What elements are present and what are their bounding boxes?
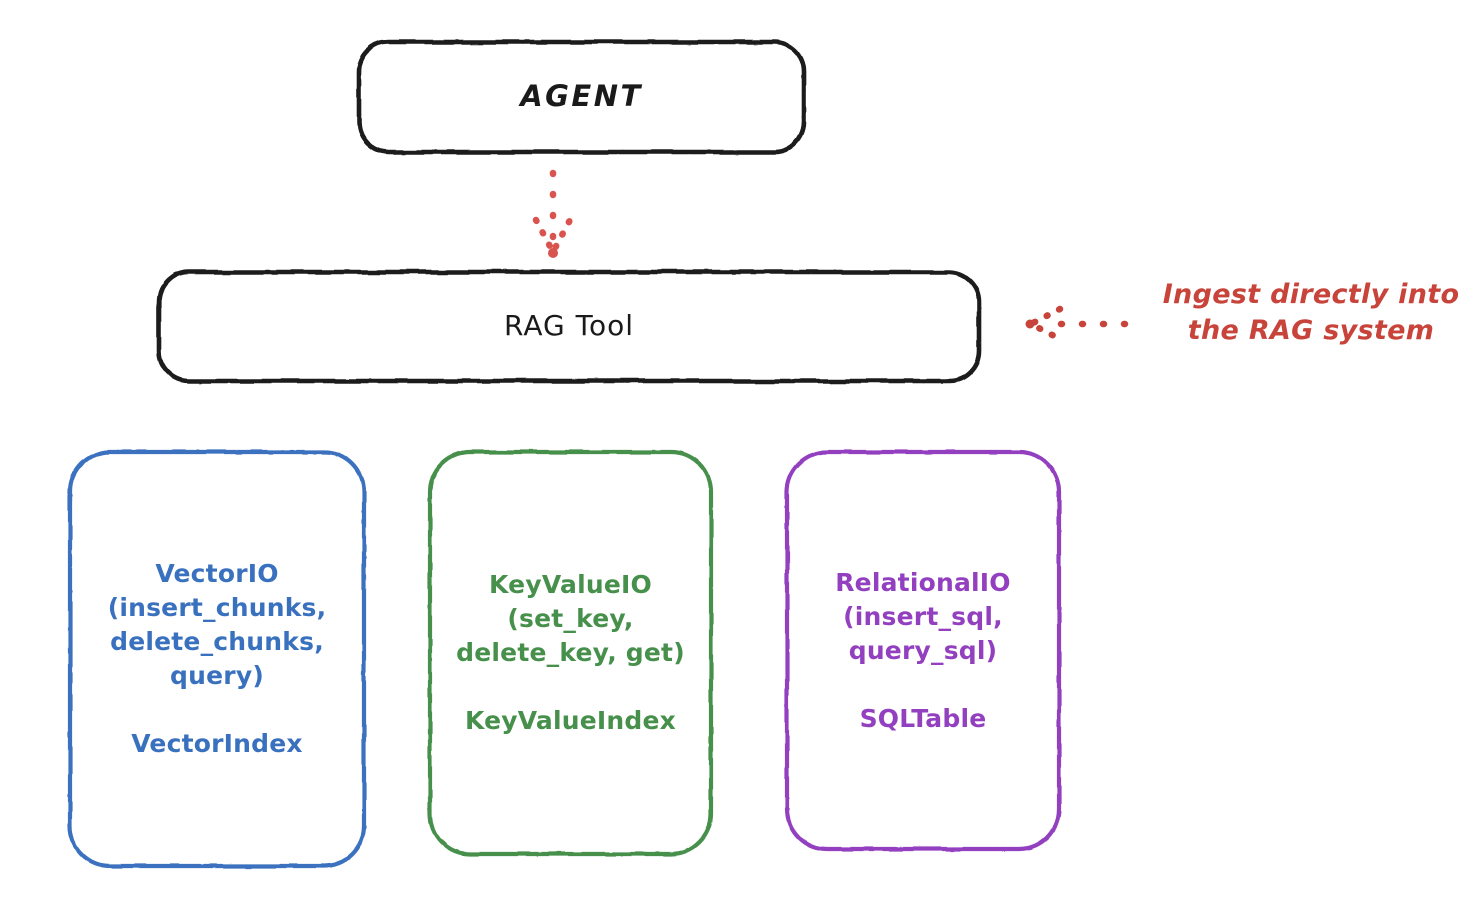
vector-io-node[interactable]: VectorIO (insert_chunks, delete_chunks, …: [68, 450, 366, 868]
agent-box-outline: [356, 39, 807, 155]
rag-tool-node[interactable]: RAG Tool: [157, 270, 981, 383]
rag-tool-box-outline: [156, 269, 982, 384]
relational-io-box-outline: [784, 449, 1062, 852]
agent-node[interactable]: AGENT: [357, 40, 806, 154]
agent-node-label: AGENT: [520, 79, 643, 114]
ingest-annotation-label: Ingest directly into the RAG system: [1162, 279, 1460, 346]
key-value-io-node-label: KeyValueIO (set_key, delete_key, get) Ke…: [456, 570, 685, 735]
rag-tool-node-label: RAG Tool: [504, 309, 634, 343]
key-value-io-box-outline: [427, 449, 714, 857]
vector-io-node-label: VectorIO (insert_chunks, delete_chunks, …: [107, 559, 327, 758]
agent-to-rag-tool-arrow: [532, 169, 574, 258]
key-value-io-node[interactable]: KeyValueIO (set_key, delete_key, get) Ke…: [428, 450, 713, 856]
vector-io-box-outline: [67, 449, 367, 869]
relational-io-node[interactable]: RelationalIO (insert_sql, query_sql) SQL…: [785, 450, 1061, 851]
relational-io-node-label: RelationalIO (insert_sql, query_sql) SQL…: [835, 567, 1011, 733]
ingest-arrow: [1025, 305, 1129, 343]
